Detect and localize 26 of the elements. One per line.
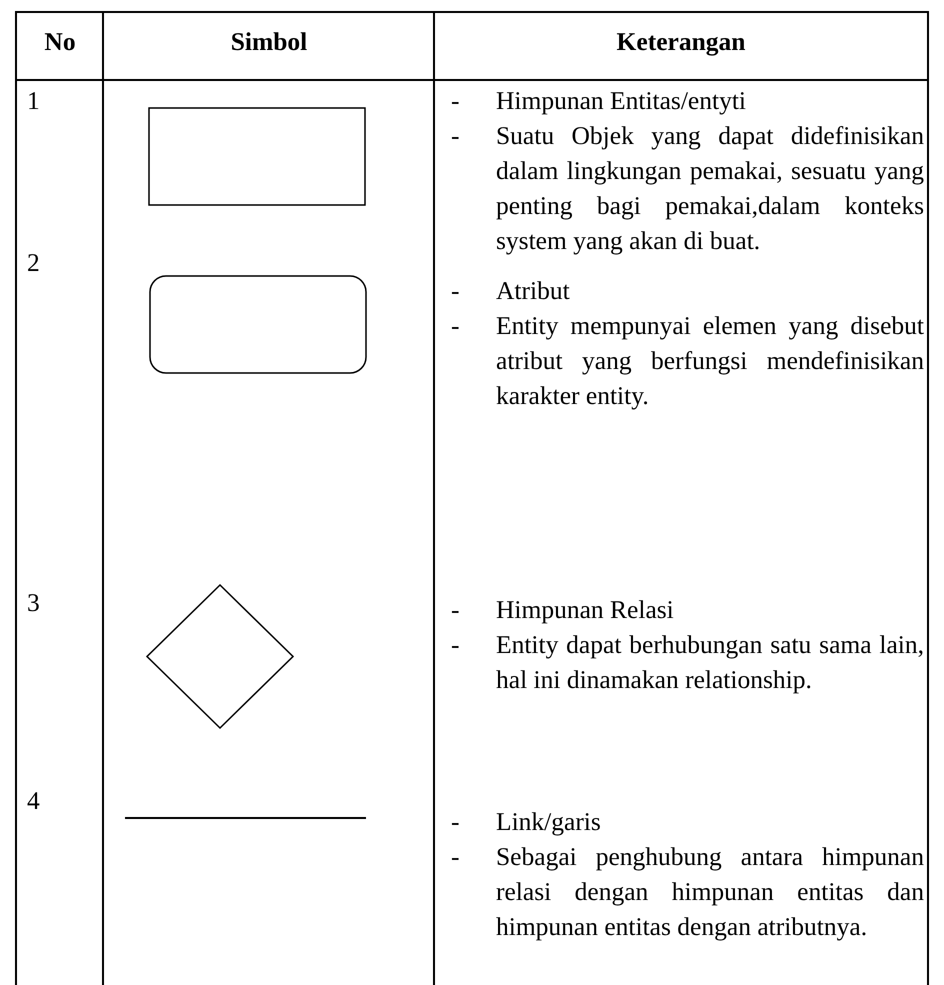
list-dash: -	[451, 629, 460, 661]
list-item: Entity dapat berhubungan satu sama lain, hal ini dinamakan relationship.	[496, 629, 924, 696]
list-item: Link/garis	[496, 806, 602, 838]
column-header: Keterangan	[616, 26, 746, 58]
rectangle-symbol	[148, 107, 366, 206]
list-dash: -	[451, 85, 460, 117]
row-number: 2	[27, 247, 41, 279]
list-dash: -	[451, 806, 460, 838]
diamond-symbol	[146, 584, 294, 730]
list-item: Himpunan Relasi	[496, 594, 675, 626]
list-item: Entity mempunyai elemen yang disebut atribut yang berfungsi mendefinisikan karakter entity.	[496, 310, 924, 412]
column-header: No	[43, 26, 77, 58]
list-item: Suatu Objek yang dapat didefinisikan dalam lingkungan pemakai, sesuatu yang penting bagi pemakai,dalam konteks system yang akan di buat.	[496, 120, 924, 257]
row-number: 1	[27, 85, 41, 117]
rounded-rectangle-symbol	[149, 275, 367, 374]
list-dash: -	[451, 841, 460, 873]
list-item: Sebagai penghubung antara himpunan relasi dengan himpunan entitas dan himpunan entitas dengan atributnya.	[496, 841, 924, 943]
list-item: Himpunan Entitas/entyti	[496, 85, 748, 117]
list-dash: -	[451, 275, 460, 307]
list-dash: -	[451, 310, 460, 342]
row-number: 3	[27, 587, 41, 619]
list-dash: -	[451, 120, 460, 152]
row-number: 4	[27, 785, 41, 817]
list-dash: -	[451, 594, 460, 626]
list-item: Atribut	[496, 275, 571, 307]
column-header: Simbol	[230, 26, 308, 58]
